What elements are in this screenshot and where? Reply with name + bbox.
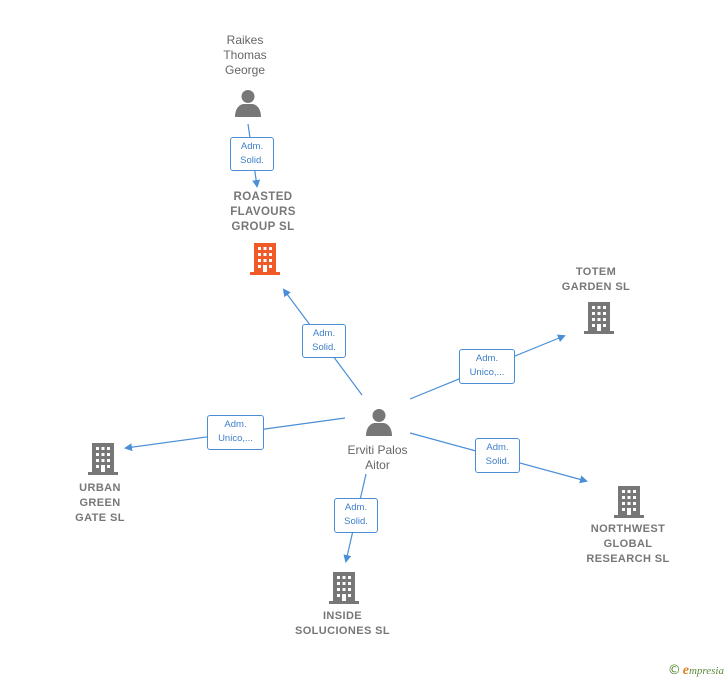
- empresia-logo: ©empresia: [667, 663, 724, 678]
- building-icon[interactable]: [583, 300, 615, 334]
- building-icon[interactable]: [328, 570, 360, 604]
- building-icon[interactable]: [613, 484, 645, 518]
- node-label-urban[interactable]: URBAN GREEN GATE SL: [75, 482, 125, 524]
- person-icon[interactable]: [233, 88, 263, 118]
- copyright-symbol: ©: [667, 663, 681, 678]
- person-icon[interactable]: [364, 407, 394, 437]
- node-label-northwest[interactable]: NORTHWEST GLOBAL RESEARCH SL: [586, 523, 670, 565]
- node-label-totem[interactable]: TOTEM GARDEN SL: [561, 266, 631, 293]
- edge-label-center-to-northwest[interactable]: Adm. Solid.: [475, 438, 520, 473]
- node-label-raikes[interactable]: Raikes Thomas George: [223, 33, 267, 77]
- edge-label-top-to-roasted[interactable]: Adm. Solid.: [230, 137, 274, 171]
- building-icon[interactable]: [87, 441, 119, 475]
- node-label-inside[interactable]: INSIDE SOLUCIONES SL: [294, 610, 391, 637]
- edge-label-center-to-inside[interactable]: Adm. Solid.: [334, 498, 378, 533]
- edge-label-center-to-roasted[interactable]: Adm. Solid.: [302, 324, 346, 358]
- edge-label-center-to-urban[interactable]: Adm. Unico,...: [207, 415, 264, 450]
- node-label-erviti[interactable]: Erviti Palos Aitor: [347, 443, 408, 472]
- building-icon[interactable]: [249, 241, 281, 275]
- node-label-roasted[interactable]: ROASTED FLAVOURS GROUP SL: [230, 191, 296, 233]
- edge-label-center-to-totem[interactable]: Adm. Unico,...: [459, 349, 515, 384]
